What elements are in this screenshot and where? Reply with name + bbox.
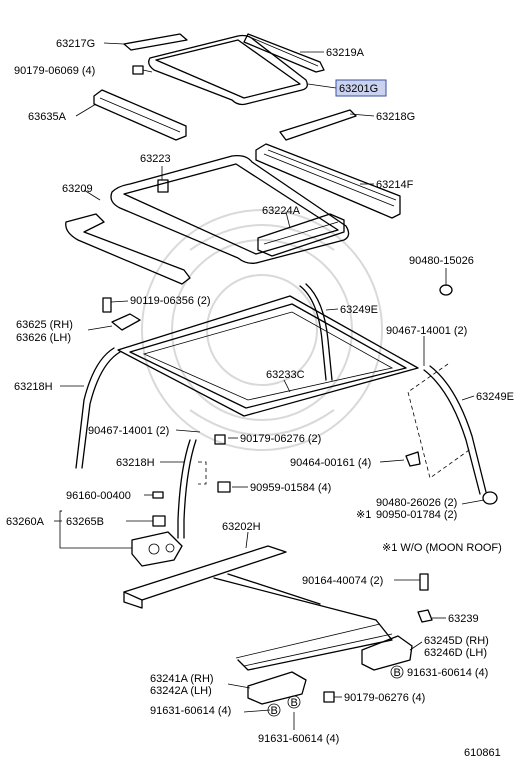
circle-b-marker-right: B <box>390 665 404 679</box>
label-90480-26026[interactable]: 90480-26026 (2) <box>376 497 457 509</box>
svg-text:B: B <box>271 705 278 717</box>
circle-b-marker-bottom: B <box>287 695 301 709</box>
part-63233C[interactable] <box>117 295 419 417</box>
label-63246D[interactable]: 63246D (LH) <box>424 647 487 659</box>
part-96160-00400[interactable] <box>152 491 164 499</box>
label-63233C[interactable]: 63233C <box>266 369 305 381</box>
clip-90464-00161[interactable] <box>405 451 421 467</box>
clip-90179-06276-bot[interactable] <box>323 691 335 703</box>
label-90950-01784[interactable]: 90950-01784 (2) <box>376 509 457 521</box>
label-63217G[interactable]: 63217G <box>56 38 95 50</box>
note-text: ※1 W/O (MOON ROOF) <box>382 542 502 554</box>
plug-90480-15026[interactable] <box>439 284 453 296</box>
label-63224A[interactable]: 63224A <box>262 205 301 217</box>
hose-63249E-top[interactable] <box>299 283 333 381</box>
label-63626[interactable]: 63626 (LH) <box>16 332 71 344</box>
label-90164-40074[interactable]: 90164-40074 (2) <box>302 575 383 587</box>
part-63218G[interactable] <box>279 109 357 141</box>
watermark <box>141 209 383 451</box>
label-63625[interactable]: 63625 (RH) <box>16 319 73 331</box>
label-63201G[interactable]: 63201G <box>339 83 378 95</box>
highlight-63201G <box>335 79 387 97</box>
label-63209[interactable]: 63209 <box>62 183 93 195</box>
label-91631-60614-left[interactable]: 91631-60614 (4) <box>150 705 231 717</box>
part-63223[interactable] <box>110 154 350 264</box>
part-63219A[interactable] <box>243 33 325 73</box>
label-91631-60614-bottom[interactable]: 91631-60614 (4) <box>258 733 339 745</box>
part-63214F[interactable] <box>255 143 401 219</box>
bolt-90164-40074[interactable] <box>419 573 429 591</box>
svg-text:B: B <box>291 697 298 709</box>
label-63249E-top[interactable]: 63249E <box>340 304 378 316</box>
part-labels: 63217G 63219A 90179-06069 (4) 63201G 636… <box>6 38 514 759</box>
label-90959-01584[interactable]: 90959-01584 (4) <box>250 482 331 494</box>
label-91631-60614-right[interactable]: 91631-60614 (4) <box>407 667 488 679</box>
label-90467-14001-left[interactable]: 90467-14001 (2) <box>88 425 169 437</box>
label-63218H-left[interactable]: 63218H <box>14 381 53 393</box>
label-63249E-right[interactable]: 63249E <box>476 391 514 403</box>
label-63218H-mid[interactable]: 63218H <box>116 457 155 469</box>
label-90464-00161[interactable]: 90464-00161 (4) <box>290 457 371 469</box>
hose-63218H-left[interactable] <box>75 347 121 469</box>
nut-90179-06069[interactable] <box>132 65 153 75</box>
label-63219A[interactable]: 63219A <box>326 47 365 59</box>
clip-90179-06276-mid[interactable] <box>214 434 226 445</box>
label-63635A[interactable]: 63635A <box>28 111 67 123</box>
leader-lines <box>54 42 485 730</box>
label-90467-14001-right[interactable]: 90467-14001 (2) <box>386 325 467 337</box>
label-63241A[interactable]: 63241A (RH) <box>150 673 214 685</box>
part-63241A[interactable] <box>247 671 307 705</box>
label-90179-06069[interactable]: 90179-06069 (4) <box>14 65 95 77</box>
part-63224A[interactable] <box>257 213 345 257</box>
label-90480-15026[interactable]: 90480-15026 <box>409 255 474 267</box>
label-63245D[interactable]: 63245D (RH) <box>424 635 489 647</box>
motor-63260A[interactable] <box>131 531 183 567</box>
part-63202H[interactable] <box>123 545 393 671</box>
circle-b-marker-left: B <box>267 703 281 717</box>
part-63625[interactable] <box>111 313 141 331</box>
part-63245D[interactable] <box>361 635 413 671</box>
label-63239[interactable]: 63239 <box>448 613 479 625</box>
label-63242A[interactable]: 63242A (LH) <box>150 685 212 697</box>
hose-63249E-right[interactable] <box>423 365 498 505</box>
figure-number: 610861 <box>464 747 501 759</box>
hose-63218H-mid[interactable] <box>177 439 197 539</box>
part-63209[interactable] <box>65 213 191 285</box>
note-mark: ※1 <box>356 509 371 521</box>
bolt-90119-06356[interactable] <box>102 297 112 313</box>
label-63218G[interactable]: 63218G <box>376 111 415 123</box>
label-63265B[interactable]: 63265B <box>66 516 104 528</box>
part-63265B[interactable] <box>152 515 166 527</box>
label-63202H[interactable]: 63202H <box>222 521 261 533</box>
part-63217G[interactable] <box>123 33 188 51</box>
clip-90959-01584[interactable] <box>217 481 231 493</box>
svg-text:B: B <box>394 667 401 679</box>
part-63239[interactable] <box>417 609 433 623</box>
label-63260A[interactable]: 63260A <box>6 516 45 528</box>
label-90179-06276-bot[interactable]: 90179-06276 (4) <box>344 692 425 704</box>
label-90119-06356[interactable]: 90119-06356 (2) <box>130 295 211 307</box>
label-63214F[interactable]: 63214F <box>376 179 414 191</box>
label-63223[interactable]: 63223 <box>140 153 171 165</box>
label-90179-06276-mid[interactable]: 90179-06276 (2) <box>240 433 321 445</box>
label-96160-00400[interactable]: 96160-00400 <box>66 490 131 502</box>
part-63201G-glass[interactable] <box>148 34 308 106</box>
part-63635A[interactable] <box>93 89 187 141</box>
